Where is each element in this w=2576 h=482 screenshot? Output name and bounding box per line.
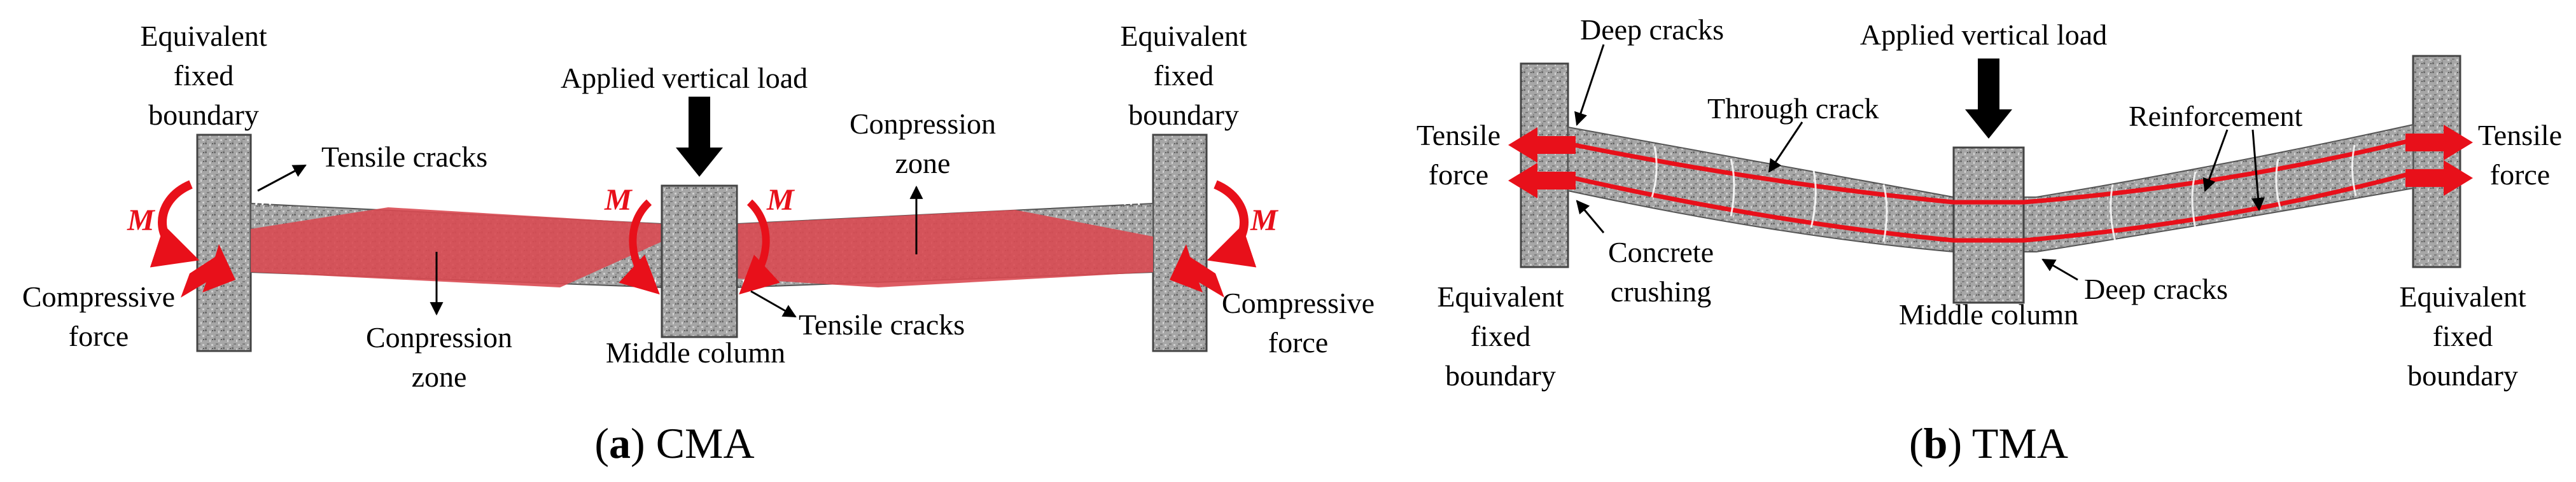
caption-a-letter: a <box>609 419 631 467</box>
left-boundary-label-b: Equivalent fixed boundary <box>1437 280 1564 392</box>
middle-column-label-b: Middle column <box>1899 298 2078 331</box>
moment-arc-mid-left <box>619 199 660 295</box>
compressive-force-left-line1: Compressive <box>22 280 175 313</box>
left-boundary-b-line3: boundary <box>1445 359 1556 392</box>
compression-zone-left-label: Conpression zone <box>366 321 512 393</box>
right-boundary-b-line3: boundary <box>2407 359 2518 392</box>
compressive-force-left-line2: force <box>69 320 129 352</box>
tensile-force-right-line1: Tensile <box>2478 119 2562 151</box>
compression-zone-right-line1: Conpression <box>850 107 996 140</box>
leader-concrete-crushing <box>1576 200 1605 233</box>
caption-b-text: TMA <box>1962 419 2068 467</box>
middle-column-label-a: Middle column <box>606 336 785 369</box>
right-boundary-line3: boundary <box>1128 99 1239 131</box>
moment-arc-right <box>1207 180 1257 268</box>
reinforcement-label: Reinforcement <box>2129 100 2303 132</box>
right-boundary-label-b: Equivalent fixed boundary <box>2399 280 2526 392</box>
tensile-force-right-label: Tensile force <box>2478 119 2562 191</box>
tensile-force-left-line1: Tensile <box>1417 119 1501 151</box>
tensile-force-arrow-left-bottom <box>1508 163 1576 198</box>
left-boundary-label: Equivalent fixed boundary <box>140 20 267 131</box>
panel-a: Equivalent fixed boundary Equivalent fix… <box>22 20 1375 467</box>
compressive-force-arrow-right <box>1170 244 1224 298</box>
moment-label-right: M <box>1250 203 1279 237</box>
leader-reinforcement-1 <box>2202 129 2229 192</box>
tensile-force-arrow-right-bottom <box>2405 160 2473 196</box>
compressive-force-right-line2: force <box>1268 326 1328 359</box>
caption-a: (a) CMA <box>594 419 754 467</box>
caption-b: (b) TMA <box>1909 419 2068 467</box>
left-fixed-boundary-b <box>1520 62 1569 268</box>
through-crack-marks <box>1651 144 2357 242</box>
leader-tensile-cracks-bottom <box>750 290 797 318</box>
right-boundary-b-line1: Equivalent <box>2399 280 2526 313</box>
leader-through-crack <box>1768 121 1803 173</box>
compression-zone-right-line2: zone <box>895 147 951 179</box>
panel-b: Deep cracks Applied vertical load Throug… <box>1417 13 2562 467</box>
compressive-force-right-label: Compressive force <box>1222 287 1375 359</box>
applied-load-label: Applied vertical load <box>561 62 808 94</box>
left-boundary-b-line2: fixed <box>1471 320 1531 352</box>
moment-label-mid-left: M <box>604 183 633 217</box>
moment-label-mid-right: M <box>766 183 795 217</box>
concrete-crushing-label: Concrete crushing <box>1608 236 1714 308</box>
reinforcement-bottom <box>1567 170 2414 243</box>
compression-zone-left-line2: zone <box>412 361 467 393</box>
left-boundary-line1: Equivalent <box>140 20 267 52</box>
concrete-crushing-line2: crushing <box>1611 275 1711 308</box>
caption-b-letter: b <box>1924 419 1948 467</box>
leader-deep-cracks-bottom <box>2041 258 2078 281</box>
left-boundary-line3: boundary <box>148 99 259 131</box>
compressive-force-arrow-left <box>181 244 235 298</box>
right-fixed-boundary-b <box>2412 55 2461 268</box>
middle-column-b <box>1952 146 2025 304</box>
tensile-force-arrow-right-top <box>2405 125 2473 160</box>
concrete-crushing-line1: Concrete <box>1608 236 1714 268</box>
applied-load-arrow <box>676 97 723 177</box>
moment-arc-left <box>150 180 200 268</box>
right-boundary-b-line2: fixed <box>2433 320 2493 352</box>
leader-reinforcement-2 <box>2251 129 2265 212</box>
middle-column <box>661 184 738 338</box>
left-fixed-boundary <box>196 134 252 352</box>
deep-cracks-bottom-label: Deep cracks <box>2084 273 2228 305</box>
left-boundary-line2: fixed <box>174 59 234 92</box>
tensile-force-left-line2: force <box>1429 158 1488 191</box>
tensile-force-right-line2: force <box>2490 158 2550 191</box>
deep-cracks-top-label: Deep cracks <box>1580 13 1724 46</box>
moment-label-left: M <box>127 203 156 237</box>
compression-zone-left <box>251 207 662 287</box>
tensile-cracks-bottom-label: Tensile cracks <box>799 308 965 341</box>
right-boundary-label: Equivalent fixed boundary <box>1120 20 1247 131</box>
right-fixed-boundary <box>1152 134 1208 352</box>
caption-a-text: CMA <box>645 419 755 467</box>
left-boundary-b-line1: Equivalent <box>1437 280 1564 313</box>
right-boundary-line2: fixed <box>1154 59 1214 92</box>
compressive-force-left-label: Compressive force <box>22 280 175 352</box>
tensile-force-arrow-left-top <box>1508 127 1576 163</box>
compression-zone-right <box>737 210 1153 287</box>
through-crack-label: Through crack <box>1707 92 1879 125</box>
leader-deep-cracks-top <box>1574 44 1605 126</box>
right-boundary-line1: Equivalent <box>1120 20 1247 52</box>
tensile-cracks-top-label: Tensile cracks <box>321 141 487 173</box>
compressive-force-right-line1: Compressive <box>1222 287 1375 319</box>
applied-load-label-b: Applied vertical load <box>1860 18 2107 51</box>
compression-zone-left-line1: Conpression <box>366 321 512 354</box>
applied-load-arrow-b <box>1965 59 2012 139</box>
leader-tensile-cracks-top <box>257 164 307 192</box>
reinforcement-top <box>1567 137 2414 205</box>
compression-zone-right-label: Conpression zone <box>850 107 996 179</box>
tensile-force-left-label: Tensile force <box>1417 119 1501 191</box>
moment-arc-mid-right <box>739 199 780 295</box>
